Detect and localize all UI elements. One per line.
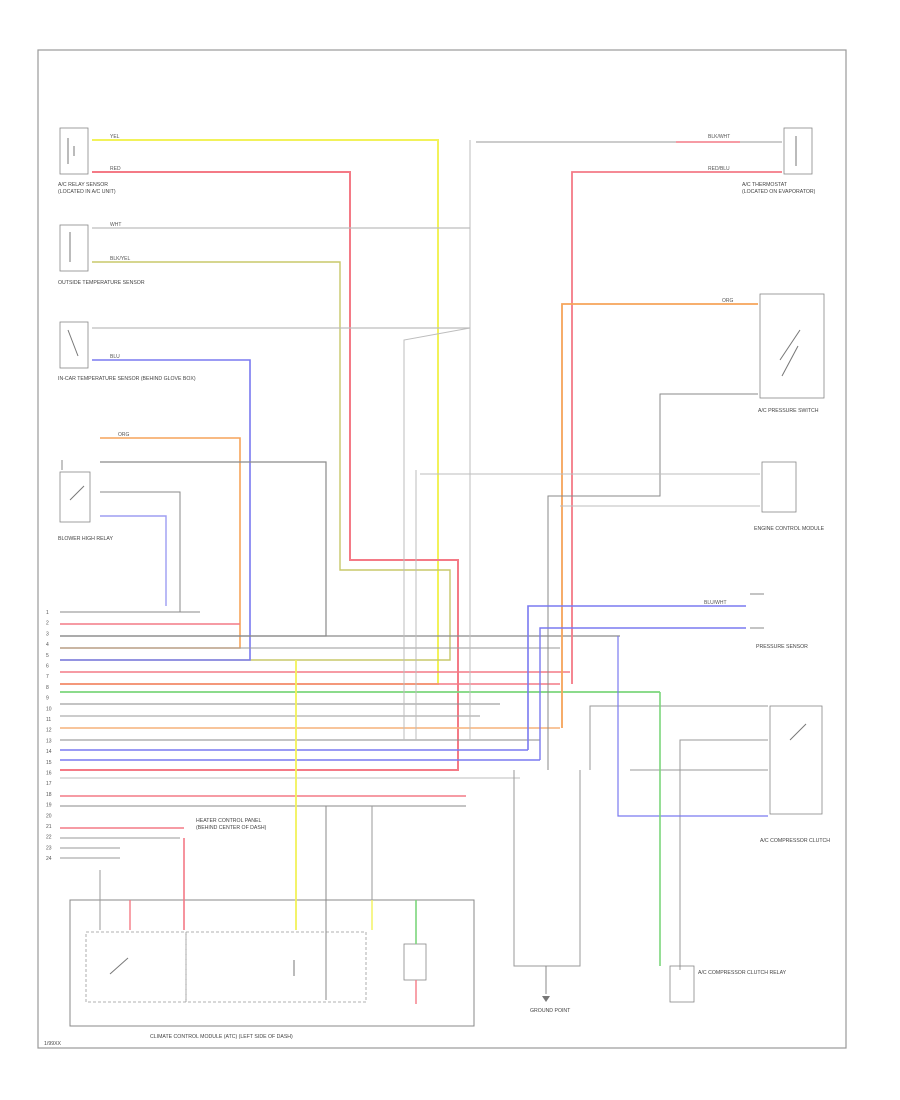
- wire-orange-blower: [60, 437, 241, 649]
- wire-label-blkwht-1: BLK/WHT: [708, 134, 730, 140]
- left-top-sensor-sub: (LOCATED IN A/C UNIT): [58, 189, 116, 195]
- wire-label-org-2: ORG: [722, 298, 734, 304]
- pin-number: 20: [46, 813, 52, 819]
- wire-blue-psens-1: [527, 605, 746, 750]
- right-top-sensor-label: A/C THERMOSTAT: [742, 182, 788, 188]
- pin-number: 8: [46, 685, 49, 691]
- wire-label-blu-1: BLU: [110, 354, 120, 360]
- left-top-sensor-label: A/C RELAY SENSOR: [58, 182, 108, 188]
- pin-number: 7: [46, 674, 49, 680]
- wire-label-bluwht-1: BLU/WHT: [704, 600, 727, 606]
- wire-gray-blower-2: [100, 491, 181, 612]
- pin-number: 23: [46, 845, 52, 851]
- ground-point: GROUND POINT: [513, 770, 581, 1014]
- wire-gray-ps: [547, 393, 758, 770]
- pin-number: 19: [46, 803, 52, 809]
- pin-number: 17: [46, 781, 52, 787]
- wire-label-redblu-1: RED/BLU: [708, 166, 730, 172]
- pin-number: 3: [46, 631, 49, 637]
- blower-relay-label: BLOWER HIGH RELAY: [58, 536, 113, 542]
- wire-label-yel: YEL: [110, 134, 120, 140]
- pressure-switch: A/C PRESSURE SWITCH: [758, 293, 825, 414]
- right-top-sensor-sub: (LOCATED ON EVAPORATOR): [742, 189, 816, 195]
- wire-blue-blower: [100, 515, 167, 606]
- wire-label-blkyel: BLK/YEL: [110, 256, 131, 262]
- bottom-right-module: A/C COMPRESSOR CLUTCH RELAY: [669, 965, 787, 1003]
- pin-number: 18: [46, 792, 52, 798]
- wire-olive-outside: [60, 261, 451, 661]
- bottom-caption: CLIMATE CONTROL MODULE (ATC) (LEFT SIDE …: [150, 1034, 293, 1040]
- pin-number: 10: [46, 706, 52, 712]
- pin-number: 21: [46, 824, 52, 830]
- bottom-right-module-label: A/C COMPRESSOR CLUTCH RELAY: [698, 970, 787, 976]
- left-top-sensor: A/C RELAY SENSOR (LOCATED IN A/C UNIT): [58, 127, 116, 195]
- right-top-sensor: A/C THERMOSTAT (LOCATED ON EVAPORATOR): [742, 127, 816, 195]
- pressure-sensor: PRESSURE SENSOR: [750, 593, 808, 650]
- pin-number: 2: [46, 621, 49, 627]
- wire-blue-cc: [617, 636, 768, 817]
- bottom-module-sub: (BEHIND CENTER OF DASH): [196, 825, 267, 831]
- wire-gray-mid-2: [403, 327, 471, 740]
- wire-gray-cc-2: [679, 739, 768, 970]
- wire-label-red: RED: [110, 166, 121, 172]
- pin-number: 24: [46, 856, 52, 862]
- pressure-sensor-label: PRESSURE SENSOR: [756, 644, 808, 650]
- pin-number: 14: [46, 749, 52, 755]
- engine-module-label: ENGINE CONTROL MODULE: [754, 526, 825, 532]
- frame-code: 1/99XX: [44, 1041, 62, 1047]
- pin-number: 6: [46, 664, 49, 670]
- outside-temp-sensor: OUTSIDE TEMPERATURE SENSOR: [58, 224, 145, 286]
- pin-number: 15: [46, 760, 52, 766]
- heater-control-module: CLIMATE CONTROL MODULE (ATC) (LEFT SIDE …: [69, 818, 475, 1040]
- pin-number: 12: [46, 728, 52, 734]
- wire-label-wht-1: WHT: [110, 222, 121, 228]
- engine-module: ENGINE CONTROL MODULE: [754, 461, 825, 532]
- pin-number: 22: [46, 835, 52, 841]
- pin-number: 9: [46, 696, 49, 702]
- pin-number: 5: [46, 653, 49, 659]
- compressor-clutch: A/C COMPRESSOR CLUTCH: [760, 705, 830, 844]
- bottom-module-label: HEATER CONTROL PANEL: [196, 818, 261, 824]
- wire-blue-psens-2: [539, 627, 746, 760]
- wire-orange-ps: [561, 303, 758, 728]
- ground-point-label: GROUND POINT: [530, 1008, 571, 1014]
- in-car-temp-sensor: IN-CAR TEMPERATURE SENSOR (BEHIND GLOVE …: [58, 321, 196, 382]
- compressor-clutch-label: A/C COMPRESSOR CLUTCH: [760, 838, 830, 844]
- pin-number: 11: [46, 717, 51, 723]
- pin-number: 4: [46, 642, 49, 648]
- wire-red-rt-2: [571, 171, 782, 684]
- wire-label-org-1: ORG: [118, 432, 130, 438]
- pin-number: 13: [46, 738, 52, 744]
- wire-blue-incar: [60, 359, 251, 661]
- outside-sensor-label: OUTSIDE TEMPERATURE SENSOR: [58, 280, 145, 286]
- blower-relay: BLOWER HIGH RELAY: [58, 460, 113, 542]
- pin-number: 16: [46, 771, 52, 777]
- wire-gray-blower: [60, 461, 327, 637]
- in-car-sensor-label: IN-CAR TEMPERATURE SENSOR (BEHIND GLOVE …: [58, 376, 196, 382]
- wire-gray-cc-1: [589, 705, 768, 770]
- pressure-switch-label: A/C PRESSURE SWITCH: [758, 408, 819, 414]
- outer-frame: [37, 49, 847, 1049]
- pin-number: 1: [46, 610, 49, 616]
